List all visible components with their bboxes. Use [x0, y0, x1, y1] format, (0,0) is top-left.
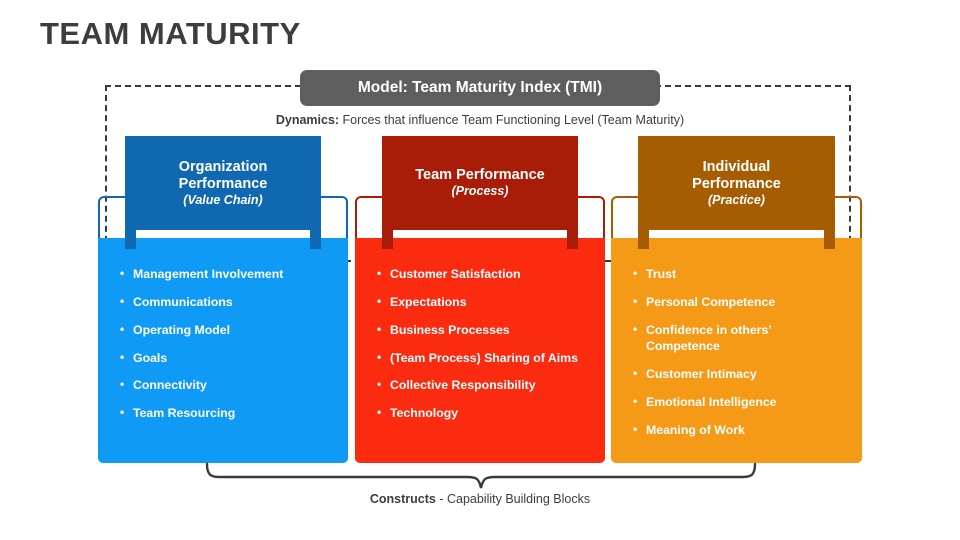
list-item[interactable]: • Connectivity	[120, 377, 336, 393]
list-item-label: Connectivity	[133, 378, 207, 393]
bullet-dot-icon: •	[377, 266, 382, 280]
model-title-pill: Model: Team Maturity Index (TMI)	[300, 70, 660, 106]
header-title-line1-individual: Individual	[702, 158, 771, 175]
header-organization[interactable]: Organization Performance (Value Chain)	[125, 136, 321, 249]
header-team[interactable]: Team Performance (Process)	[382, 136, 578, 249]
header-subtitle-individual: (Practice)	[708, 192, 765, 207]
bullet-dot-icon: •	[120, 321, 125, 336]
list-item[interactable]: • Meaning of Work	[633, 422, 850, 438]
list-item-label: (Team Process) Sharing of Aims	[390, 350, 578, 365]
model-title-label: Model: Team Maturity Index (TMI)	[357, 79, 603, 96]
bullet-dot-icon: •	[633, 321, 638, 336]
list-item[interactable]: • Business Processes	[377, 322, 593, 338]
header-title-line1-organization: Organization	[178, 158, 268, 175]
header-subtitle-organization: (Value Chain)	[183, 192, 263, 207]
list-item[interactable]: • Customer Satisfaction	[377, 266, 593, 282]
list-item[interactable]: • Personal Competence	[633, 294, 850, 310]
bullet-list-team: • Customer Satisfaction • Expectations • Bu…	[377, 266, 593, 433]
page-title: TEAM MATURITY	[40, 16, 301, 51]
list-item-label: Meaning of Work	[646, 422, 745, 437]
list-item-label: Team Resourcing	[133, 406, 236, 421]
constructs-caption-label: Constructs	[369, 492, 436, 506]
bullet-dot-icon: •	[633, 293, 638, 308]
list-item-label: Trust	[646, 267, 677, 281]
constructs-caption: Constructs - Capability Building Blocks	[0, 492, 960, 506]
list-item[interactable]: • Expectations	[377, 294, 593, 310]
panel-fill-individual	[611, 238, 862, 463]
list-item[interactable]: • Technology	[377, 405, 593, 421]
list-item-label: Goals	[133, 350, 168, 365]
list-item[interactable]: • Trust	[633, 266, 850, 282]
list-item[interactable]: • Team Resourcing	[120, 405, 336, 421]
bullet-dot-icon: •	[120, 377, 125, 392]
list-item-label: Communications	[133, 294, 233, 309]
header-leg-left-organization	[125, 230, 136, 249]
bullet-dot-icon: •	[377, 293, 382, 308]
header-box-individual: Individual Performance (Practice)	[638, 136, 835, 230]
list-item[interactable]: • (Team Process) Sharing of Aims	[377, 350, 593, 366]
dynamics-caption-text: Forces that influence Team Functioning L…	[339, 113, 685, 127]
list-item-label: Technology	[390, 406, 459, 421]
list-item-label: Personal Competence	[646, 294, 776, 309]
header-leg-left-individual	[638, 230, 649, 249]
list-item-label: Emotional Intelligence	[646, 394, 777, 409]
bullet-dot-icon: •	[633, 266, 638, 280]
list-item[interactable]: • Collective Responsibility	[377, 377, 593, 393]
dynamics-caption: Dynamics: Forces that influence Team Fun…	[0, 113, 960, 127]
bullet-dot-icon: •	[120, 349, 125, 364]
list-item-label: Operating Model	[133, 322, 231, 337]
list-item[interactable]: • Goals	[120, 350, 336, 366]
bullet-dot-icon: •	[633, 365, 638, 380]
header-leg-right-organization	[310, 230, 321, 249]
header-title-line2-organization: Performance	[178, 175, 268, 192]
header-title-line1-team: Team Performance	[415, 167, 545, 184]
list-item-label: Customer Intimacy	[646, 366, 757, 381]
list-item[interactable]: • Customer Intimacy	[633, 366, 850, 382]
bullet-dot-icon: •	[120, 293, 125, 308]
list-item-label: Business Processes	[390, 322, 510, 337]
header-title-line2-individual: Performance	[692, 175, 781, 192]
list-item-label: Management Involvement	[133, 267, 284, 281]
header-subtitle-team: (Process)	[451, 184, 509, 199]
list-item[interactable]: • Confidence in others’ Competence	[633, 322, 783, 355]
header-box-organization: Organization Performance (Value Chain)	[125, 136, 321, 230]
bullet-dot-icon: •	[633, 393, 638, 408]
bullet-dot-icon: •	[377, 405, 382, 420]
list-item-label: Customer Satisfaction	[390, 267, 521, 281]
constructs-brace-icon	[205, 462, 757, 489]
list-item[interactable]: • Communications	[120, 294, 336, 310]
bullet-dot-icon: •	[120, 266, 125, 280]
panel-fill-team	[355, 238, 605, 463]
header-leg-right-individual	[824, 230, 835, 249]
list-item-label: Collective Responsibility	[390, 378, 536, 393]
list-item-label: Confidence in others’ Competence	[646, 322, 772, 354]
bullet-dot-icon: •	[377, 377, 382, 392]
list-item-label: Expectations	[390, 294, 467, 309]
list-item[interactable]: • Operating Model	[120, 322, 336, 338]
header-leg-right-team	[567, 230, 578, 249]
dynamics-caption-label: Dynamics:	[275, 113, 340, 127]
header-individual[interactable]: Individual Performance (Practice)	[638, 136, 835, 249]
list-item[interactable]: • Management Involvement	[120, 266, 336, 282]
bullet-dot-icon: •	[377, 349, 382, 364]
bullet-dot-icon: •	[377, 321, 382, 336]
bullet-list-individual: • Trust • Personal Competence • Confidence …	[633, 266, 850, 449]
bullet-dot-icon: •	[120, 405, 125, 420]
header-leg-left-team	[382, 230, 393, 249]
constructs-caption-text: - Capability Building Blocks	[435, 492, 591, 506]
bullet-dot-icon: •	[633, 421, 638, 436]
list-item[interactable]: • Emotional Intelligence	[633, 394, 850, 410]
header-box-team: Team Performance (Process)	[382, 136, 578, 230]
panel-fill-organization	[98, 238, 348, 463]
bullet-list-organization: •Management Involvement •Communications …	[120, 266, 336, 433]
